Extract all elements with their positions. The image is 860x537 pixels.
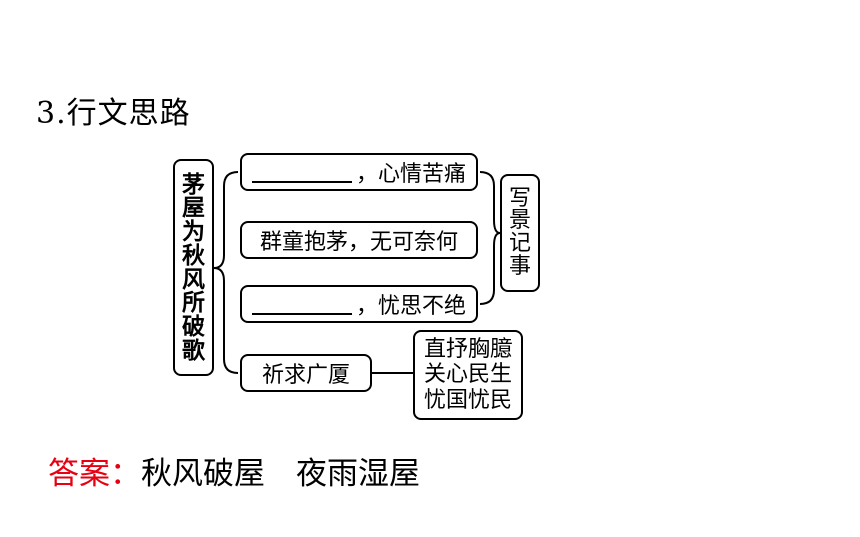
- lyric-line-1: 直抒胸臆: [423, 337, 512, 363]
- group-label-char: 事: [508, 253, 531, 279]
- title-char: 所: [182, 289, 205, 317]
- item-box-2: 群童抱茅，无可奈何: [240, 221, 478, 259]
- title-char: 为: [182, 218, 205, 246]
- title-char: 秋: [182, 241, 205, 269]
- group-label-box: 写景记事: [500, 174, 540, 292]
- item-text-2: 群童抱茅，无可奈何: [259, 230, 458, 255]
- group-label-char: 记: [508, 231, 531, 256]
- right-brace: [479, 171, 501, 305]
- item-box-1: ，心情苦痛: [240, 153, 478, 191]
- lyric-line-2: 关心民生: [423, 362, 512, 388]
- item-box-4: 祈求广厦: [240, 354, 372, 392]
- item-text-4: 祈求广厦: [261, 363, 350, 388]
- diagram-title-box: 茅屋为秋风所破歌: [173, 159, 214, 376]
- answer-text: 秋风破屋 夜雨湿屋: [141, 456, 420, 492]
- item-box-3: ，忧思不绝: [240, 285, 478, 323]
- item-text-1: ，心情苦痛: [355, 162, 466, 187]
- item-text-3: ，忧思不绝: [355, 294, 466, 319]
- group-label-char: 写: [508, 185, 531, 211]
- title-char: 歌: [182, 336, 205, 364]
- left-brace: [213, 171, 239, 374]
- title-char: 茅: [182, 170, 205, 198]
- lyric-box: 直抒胸臆 关心民生 忧国忧民: [413, 330, 523, 420]
- fill-blank-3[interactable]: [251, 293, 352, 315]
- section-heading: 3.行文思路: [36, 96, 191, 131]
- title-char: 风: [182, 265, 205, 293]
- fill-blank-1[interactable]: [251, 161, 352, 183]
- group-label-char: 景: [508, 208, 531, 234]
- answer-label: 答案：: [48, 456, 141, 492]
- lyric-line-3: 忧国忧民: [423, 387, 512, 413]
- answer-line: 答案：秋风破屋 夜雨湿屋: [48, 448, 420, 493]
- title-char: 屋: [182, 194, 205, 222]
- title-char: 破: [182, 312, 205, 340]
